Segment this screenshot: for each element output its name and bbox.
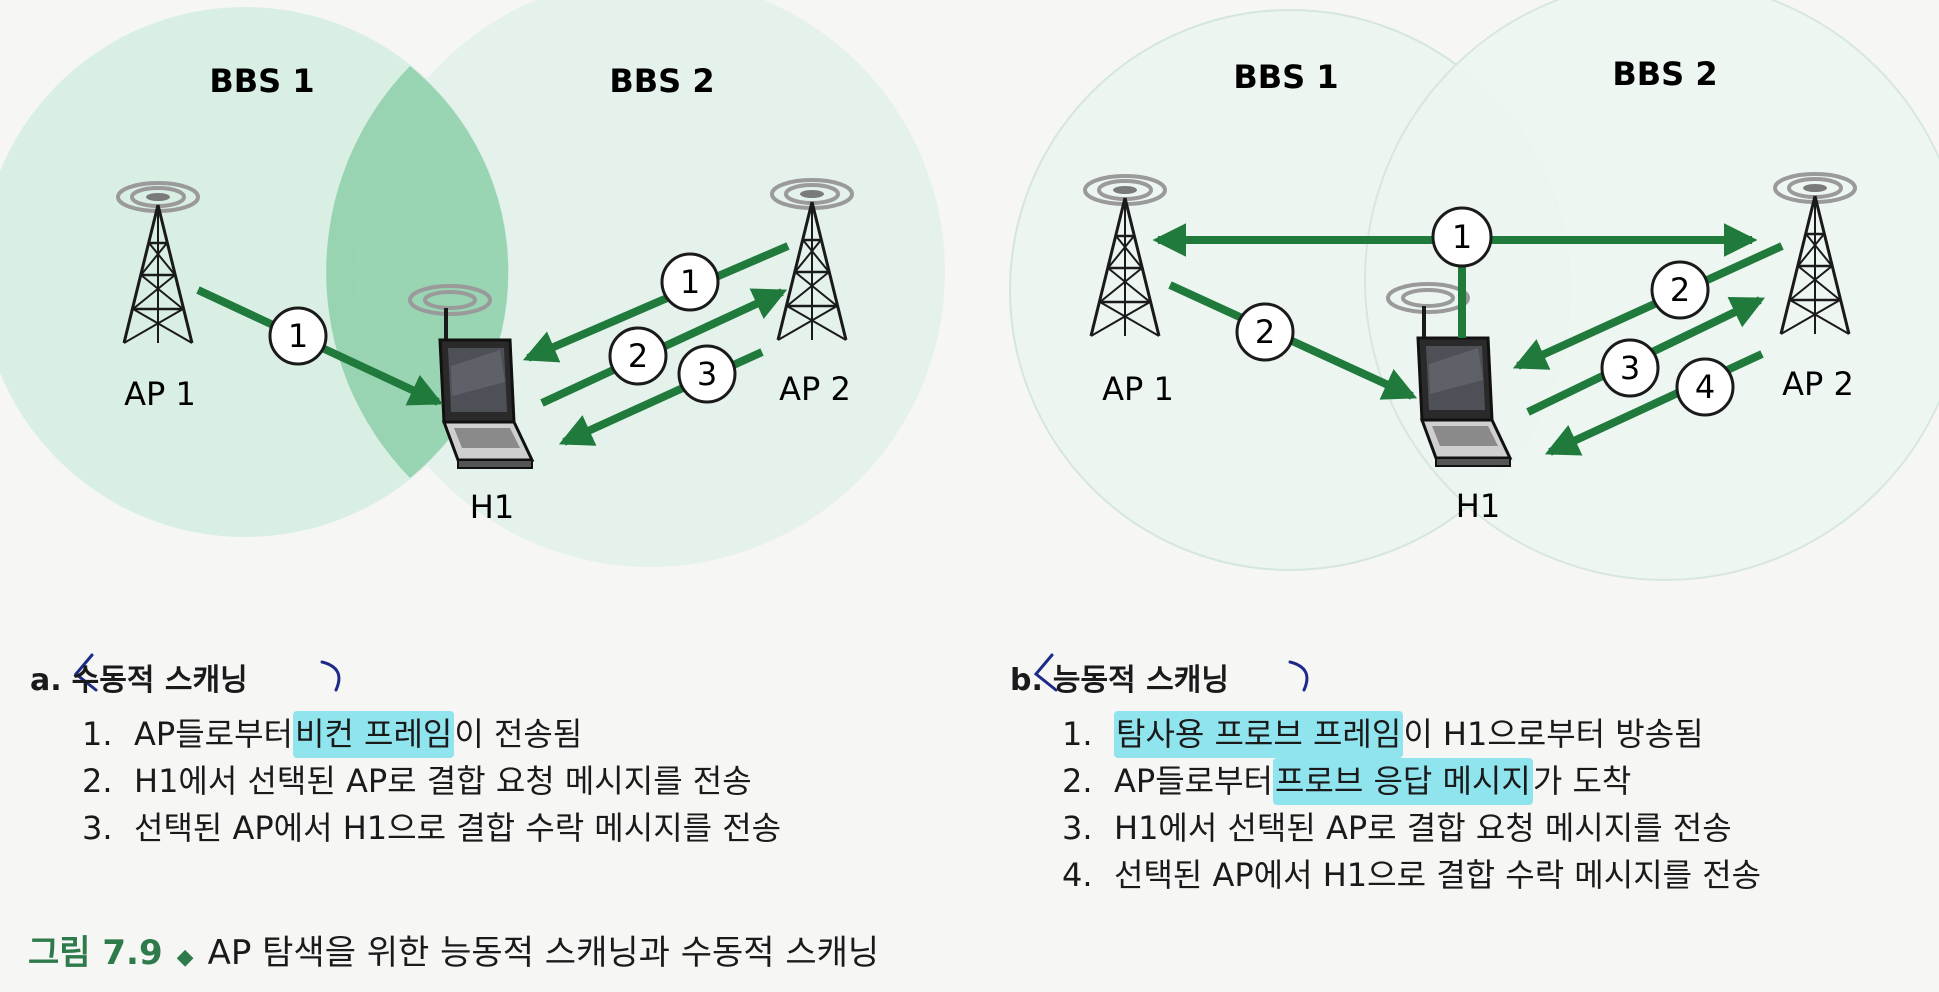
arrow-probe-response-ap2	[1512, 242, 1784, 370]
svg-text:2: 2	[1255, 313, 1275, 351]
ap2-label-a: AP 2	[779, 370, 851, 408]
step-bubble-2-b: 2	[1235, 302, 1295, 362]
svg-text:1: 1	[288, 317, 308, 355]
diamond-bullet-icon: ◆	[176, 945, 194, 970]
step-bubble-1-b: 1	[1431, 206, 1493, 268]
svg-text:4: 4	[1695, 368, 1715, 406]
step-b-4: 4. 선택된 AP에서 H1으로 결합 수락 메시지를 전송	[1062, 856, 1762, 894]
ap2-label-b: AP 2	[1782, 365, 1854, 403]
step-bubble-2-a: 2	[608, 326, 668, 386]
figure-number: 그림 7.9	[28, 933, 163, 973]
step-bubble-3-a: 3	[677, 344, 737, 404]
caption-heading-a: a. 수동적 스캐닝	[30, 655, 781, 699]
figure-caption-text: AP 탐색을 위한 능동적 스캐닝과 수동적 스캐닝	[207, 933, 880, 973]
step-b-3: 3. H1에서 선택된 AP로 결합 요청 메시지를 전송	[1062, 809, 1732, 847]
pen-mark-left-a	[73, 653, 98, 692]
caption-heading-b: b. 능동적 스캐닝	[1010, 655, 1761, 699]
svg-text:2: 2	[628, 337, 648, 375]
caption-title-b: 능동적 스캐닝	[1052, 663, 1229, 698]
pen-mark-right-b	[1288, 660, 1309, 692]
pen-mark-right-a	[320, 660, 341, 692]
figure-caption: 그림 7.9 ◆ AP 탐색을 위한 능동적 스캐닝과 수동적 스캐닝	[28, 925, 879, 974]
host-label-b: H1	[1456, 487, 1500, 525]
step-a-2: 2. H1에서 선택된 AP로 결합 요청 메시지를 전송	[82, 762, 752, 800]
bss1-label-a: BBS 1	[209, 62, 314, 100]
step-bubble-3-b: 3	[1600, 338, 1660, 398]
bss1-label-b: BBS 1	[1233, 58, 1338, 96]
highlight-probe-response: 프로브 응답 메시지	[1272, 758, 1533, 805]
pen-mark-left-b	[1033, 653, 1058, 692]
highlight-beacon-frame: 비컨 프레임	[292, 711, 455, 758]
step-bubble-1-a: 1	[268, 306, 328, 366]
svg-text:1: 1	[680, 263, 700, 301]
ap1-label-a: AP 1	[124, 375, 196, 413]
svg-text:1: 1	[1452, 218, 1472, 256]
step-bubble-1b-a: 1	[660, 252, 720, 312]
caption-title-a: 수동적 스캐닝	[71, 663, 248, 698]
svg-text:2: 2	[1670, 271, 1690, 309]
bss2-label-b: BBS 2	[1612, 55, 1717, 93]
host-label-a: H1	[470, 488, 514, 526]
scanning-diagram: BBS 1 BBS 2 AP 1 AP 2 H1 1 1 2 3 BBS 1 B…	[0, 0, 1939, 692]
highlight-probe-frame: 탐사용 프로브 프레임	[1114, 711, 1404, 758]
step-bubble-2b-b: 2	[1650, 260, 1710, 320]
step-bubble-4-b: 4	[1675, 357, 1735, 417]
svg-text:3: 3	[697, 355, 717, 393]
caption-letter-a: a.	[30, 663, 62, 698]
step-a-3: 3. 선택된 AP에서 H1으로 결합 수락 메시지를 전송	[82, 809, 782, 847]
bss2-label-a: BBS 2	[609, 62, 714, 100]
ap1-label-b: AP 1	[1102, 370, 1174, 408]
caption-letter-b: b.	[1010, 663, 1043, 698]
svg-text:3: 3	[1620, 349, 1640, 387]
arrow-beacon-ap2	[522, 242, 790, 363]
